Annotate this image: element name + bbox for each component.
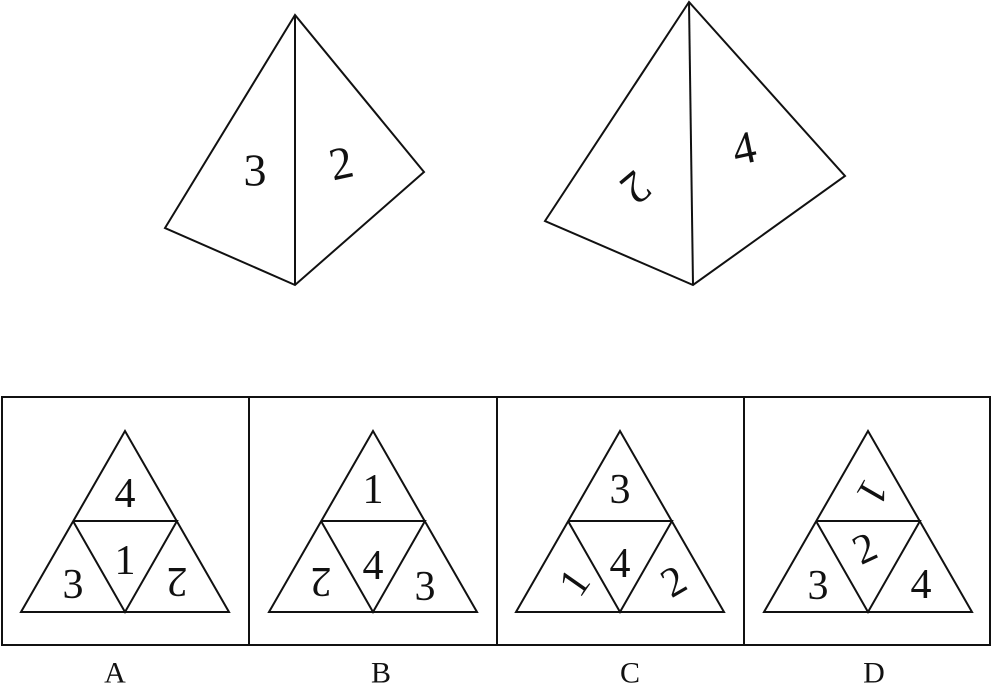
option-d[interactable]: 1 2 3 4 — [762, 428, 974, 615]
option-c-top-number: 3 — [610, 467, 631, 513]
option-c-right-number: 2 — [653, 557, 694, 607]
option-c-label: C — [620, 657, 640, 686]
option-a-center-number: 1 — [115, 538, 136, 584]
option-d-top-number: 1 — [847, 471, 897, 512]
pyramid-2: 2 4 — [543, 0, 847, 287]
pyramid-1-left-face-number: 3 — [244, 145, 267, 196]
option-b-net-folds — [320, 520, 427, 615]
option-a-right-number: 2 — [167, 558, 188, 604]
option-b[interactable]: 1 4 2 3 — [267, 428, 479, 615]
option-c-center-number: 4 — [610, 541, 631, 587]
option-a-net-folds — [72, 520, 179, 615]
option-b-left-number: 2 — [311, 558, 332, 604]
option-d-label: D — [863, 657, 885, 686]
pyramid-2-edge — [688, 1, 694, 286]
pyramid-1: 3 2 — [163, 13, 426, 287]
option-b-center-number: 4 — [363, 543, 384, 589]
option-b-top-number: 1 — [363, 467, 384, 513]
option-b-right-number: 3 — [415, 564, 436, 610]
option-a-left-number: 3 — [63, 562, 84, 608]
option-d-left-number: 3 — [808, 563, 829, 609]
option-c[interactable]: 3 4 1 2 — [514, 428, 726, 615]
option-c-net-folds — [567, 520, 674, 615]
option-a[interactable]: 4 1 3 2 — [19, 428, 231, 615]
option-a-top-number: 4 — [115, 471, 136, 517]
pyramid-2-outline — [543, 0, 847, 287]
pyramid-2-left-face-number: 2 — [611, 161, 661, 215]
option-c-left-number: 1 — [550, 561, 600, 605]
option-b-label: B — [371, 657, 391, 686]
option-d-right-number: 4 — [911, 562, 932, 608]
pyramid-2-right-face-number: 4 — [727, 121, 760, 176]
option-d-center-number: 2 — [846, 524, 884, 575]
pyramid-1-right-face-number: 2 — [324, 136, 357, 191]
option-d-net-folds — [815, 520, 922, 615]
option-a-label: A — [104, 657, 126, 686]
